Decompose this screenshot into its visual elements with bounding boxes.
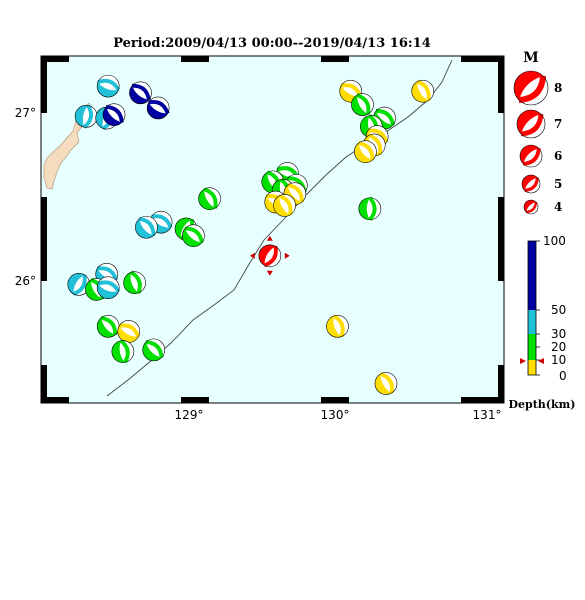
x-tick-129: 129° — [175, 408, 204, 422]
magnitude-legend-balls — [513, 70, 549, 215]
depth-scale-ticks — [536, 240, 540, 376]
depth-label-30: 30 — [551, 327, 566, 341]
y-tick-27: 27° — [15, 106, 36, 120]
depth-label-10: 10 — [551, 353, 566, 367]
depth-label-100: 100 — [543, 234, 566, 248]
period-title: Period:2009/04/13 00:00--2019/04/13 16:1… — [113, 36, 431, 51]
x-tick-130: 130° — [321, 408, 350, 422]
y-tick-26: 26° — [15, 274, 36, 288]
magnitude-label-6: 6 — [554, 149, 562, 163]
mainshock-mechanism — [258, 244, 282, 268]
focal-mechanism-37 — [326, 314, 349, 338]
x-tick-131: 131° — [473, 408, 502, 422]
focal-mechanism-35 — [411, 79, 435, 103]
focal-mechanism-1 — [96, 74, 121, 98]
mainshock-group — [249, 235, 290, 276]
mainshock-marker-1 — [266, 235, 273, 241]
focal-mechanism-34 — [354, 140, 377, 163]
focal-mechanism-16 — [198, 187, 221, 210]
depth-band-0-10 — [528, 360, 536, 375]
magnitude-legend: M 8 7 6 5 4 — [513, 50, 562, 215]
focal-mechanism-18 — [117, 320, 141, 343]
depth-band-10-30 — [528, 334, 536, 360]
focal-mechanism-6 — [102, 103, 126, 126]
focal-mechanism-8 — [67, 273, 91, 296]
focal-mechanism-27 — [273, 194, 296, 217]
mainshock-marker-2 — [266, 270, 273, 276]
depth-band-50-100 — [528, 241, 536, 310]
depth-axis-label: Depth(km) — [509, 398, 576, 411]
focal-mechanism-15 — [182, 224, 205, 247]
depth-label-50: 50 — [551, 303, 566, 317]
focal-mechanism-4 — [74, 104, 98, 129]
depth-marker-right — [538, 358, 544, 364]
depth-scale: 100 50 30 20 10 0 Depth(km) — [509, 234, 576, 411]
magnitude-legend-ball-1 — [513, 70, 549, 106]
depth-label-0: 0 — [559, 369, 567, 383]
magnitude-label-4: 4 — [554, 200, 562, 214]
focal-mechanism-13 — [135, 215, 158, 239]
depth-label-20: 20 — [551, 340, 566, 354]
focal-mechanism-29 — [351, 93, 374, 116]
magnitude-legend-title: M — [523, 50, 539, 66]
magnitude-label-5: 5 — [554, 177, 562, 191]
depth-scale-outline — [527, 240, 537, 376]
focal-mechanism-10 — [96, 276, 121, 300]
magnitude-legend-ball-5 — [523, 199, 539, 215]
focal-mechanism-17 — [96, 315, 120, 338]
frame-checker — [41, 56, 504, 403]
focal-mechanism-19 — [111, 339, 135, 364]
focal-mechanism-3 — [146, 96, 170, 120]
focal-mechanism-36 — [358, 196, 382, 222]
magnitude-legend-ball-4 — [521, 174, 541, 194]
map-frame — [40, 55, 505, 404]
magnitude-label-8: 8 — [554, 81, 562, 95]
depth-marker-left — [520, 358, 526, 364]
focal-mechanisms — [67, 74, 435, 395]
mainshock-marker-4 — [284, 252, 290, 259]
magnitude-legend-ball-2 — [516, 109, 546, 139]
focal-mechanism-38 — [374, 372, 398, 395]
focal-mechanism-20 — [142, 338, 166, 362]
magnitude-label-7: 7 — [554, 117, 562, 131]
magnitude-legend-ball-3 — [519, 144, 543, 168]
focal-mechanism-11 — [123, 270, 146, 294]
depth-band-30-50 — [528, 310, 536, 334]
mainshock-marker-3 — [249, 252, 255, 259]
focal-mechanism-2 — [129, 81, 152, 105]
trench-line — [106, 59, 453, 397]
